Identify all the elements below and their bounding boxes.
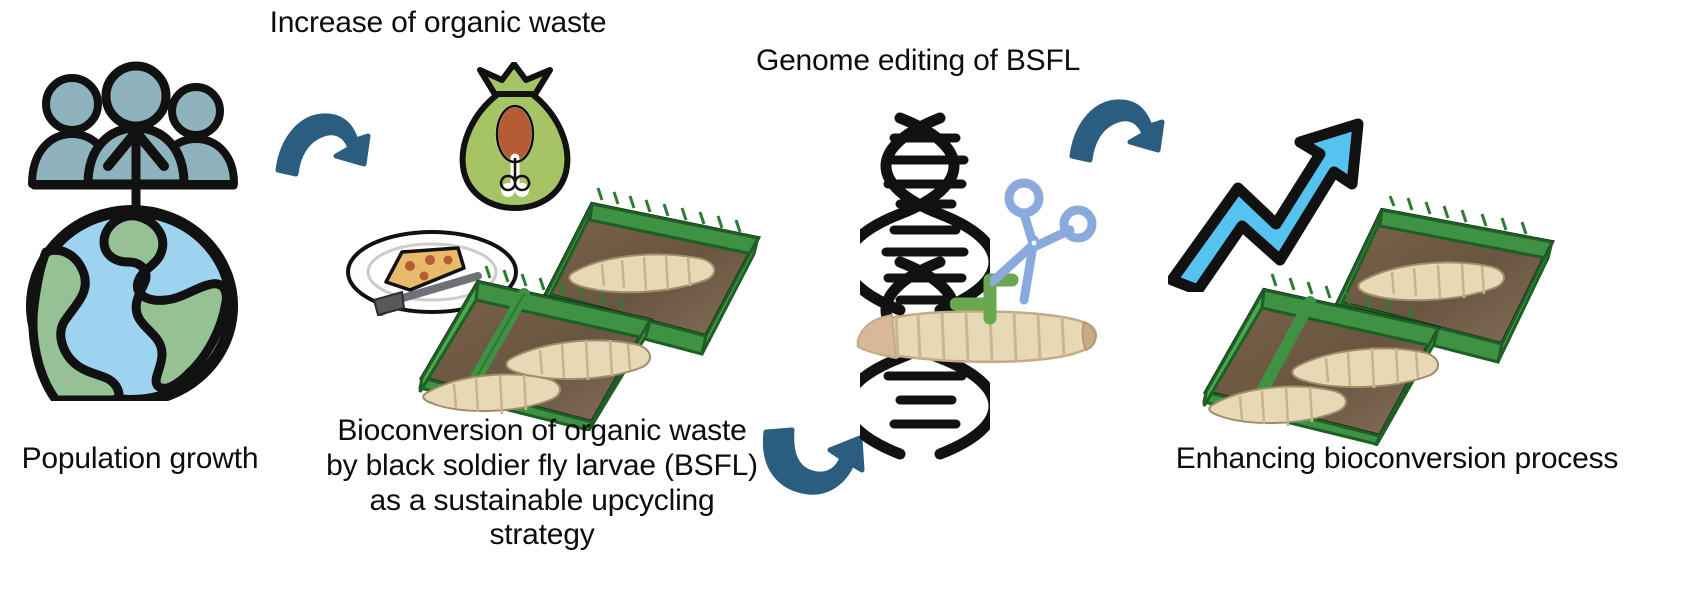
caption-population-growth: Population growth (21, 442, 259, 475)
larva-icon (856, 310, 1097, 364)
waste-bag-icon (459, 61, 571, 211)
title-genome-editing-of-bsfl: Genome editing of BSFL (755, 44, 1081, 77)
population-growth-illustration (16, 56, 246, 407)
scissors-icon (987, 178, 1097, 305)
larvae-crate-icon (1202, 195, 1555, 447)
fork-icon (372, 272, 482, 317)
globe-icon (26, 205, 238, 407)
larvae-crate-illustration-left (406, 186, 766, 433)
curved-arrow-icon-1 (272, 98, 392, 178)
people-group-icon (26, 61, 238, 407)
larvae-crate-illustration-right (1186, 195, 1556, 447)
growth-arrow-illustration (1166, 112, 1368, 296)
caption-bioconversion: Bioconversion of organic waste by black … (326, 414, 758, 552)
larva-illustration (852, 300, 1102, 370)
scissors-illustration (987, 178, 1100, 308)
larvae-crate-icon (418, 187, 762, 433)
up-arrow-icon (103, 127, 169, 213)
caption-enhancing-bioconversion: Enhancing bioconversion process (1175, 442, 1619, 475)
drumstick-icon (495, 104, 535, 197)
waste-bag-illustration (450, 61, 580, 212)
growth-arrow-icon (1166, 118, 1364, 296)
curved-arrow-icon-2 (1066, 84, 1186, 164)
title-increase-of-organic-waste: Increase of organic waste (269, 6, 607, 39)
curved-arrow-icon-3 (756, 424, 871, 504)
